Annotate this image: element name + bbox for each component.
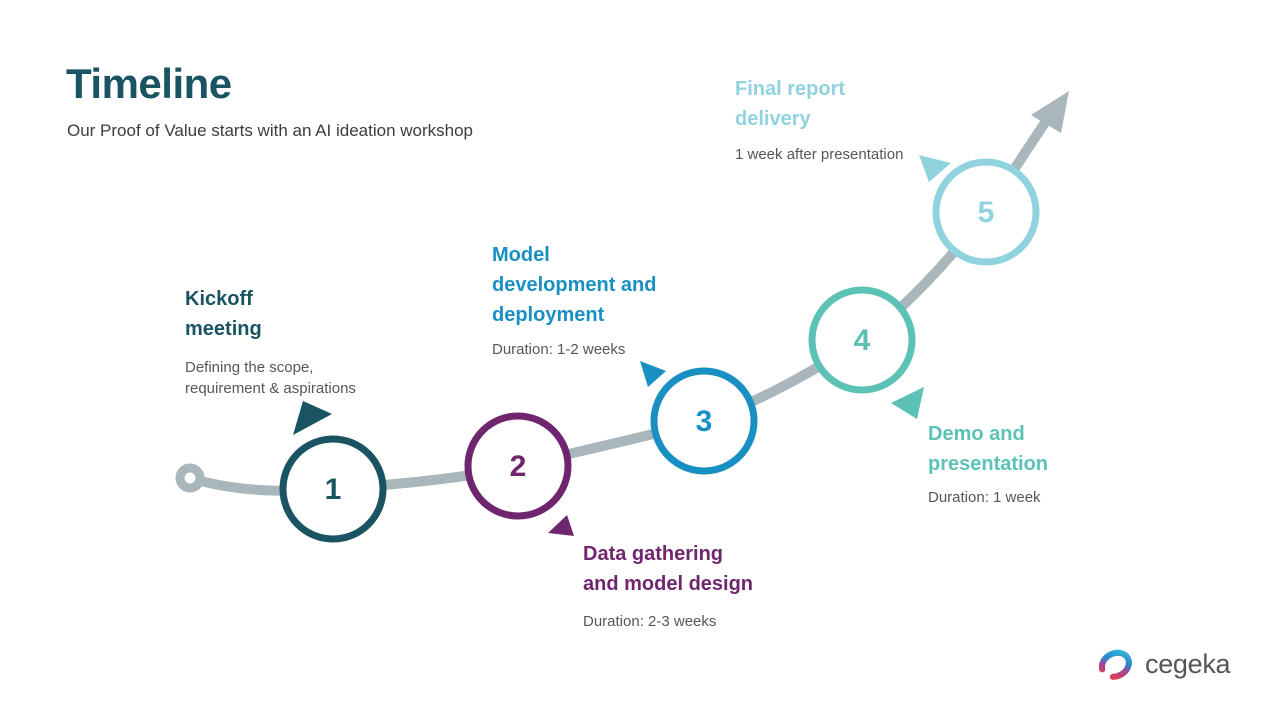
page-title: Timeline — [66, 60, 232, 108]
milestone-3-title: Model development and deployment — [492, 244, 657, 326]
pointer-triangle-2-icon — [548, 515, 574, 536]
arrowhead-icon — [1031, 91, 1069, 133]
milestone-1-circle — [279, 435, 387, 543]
cegeka-logo: cegeka — [1094, 642, 1231, 686]
milestone-3-number: 3 — [695, 405, 713, 438]
milestone-5-number: 5 — [977, 196, 995, 229]
milestone-4-circle — [808, 286, 916, 394]
milestone-3-description: Duration: 1-2 weeks — [492, 341, 626, 358]
milestone-1-description: Defining the scope, requirement & aspira… — [185, 359, 356, 397]
milestone-1-number: 1 — [324, 473, 342, 506]
milestone-2-description: Duration: 2-3 weeks — [583, 613, 717, 630]
milestone-2-number: 2 — [509, 450, 527, 483]
milestone-5-circle — [932, 158, 1040, 266]
milestone-2-title: Data gathering and model design — [583, 543, 754, 595]
pointer-triangle-3-icon — [640, 361, 666, 387]
milestone-5-title: Final report delivery — [735, 78, 846, 130]
milestone-2-label: Data gathering and model design Duration… — [583, 539, 753, 632]
milestone-1-title: Kickoff meeting — [185, 288, 262, 340]
start-ring-icon — [175, 463, 205, 493]
cegeka-swirl-icon — [1098, 649, 1132, 680]
milestone-2-circle — [464, 412, 572, 520]
milestone-1-label: Kickoff meeting Defining the scope, requ… — [185, 284, 356, 399]
milestone-3-circle — [650, 367, 758, 475]
slide-subtitle: Our Proof of Value starts with an AI ide… — [67, 121, 474, 140]
pointer-triangle-4-icon — [891, 387, 924, 419]
cegeka-logo-text: cegeka — [1145, 648, 1231, 679]
milestone-4-number: 4 — [853, 324, 871, 357]
milestone-5-description: 1 week after presentation — [735, 146, 904, 163]
milestone-4-label: Demo and presentation Duration: 1 week — [928, 419, 1048, 508]
pointer-triangle-1-icon — [293, 401, 332, 435]
milestone-4-description: Duration: 1 week — [928, 489, 1041, 506]
milestone-4-title: Demo and presentation — [928, 423, 1049, 475]
milestone-3-label: Model development and deployment Duratio… — [492, 240, 656, 360]
pointer-triangle-5-icon — [919, 155, 951, 182]
milestone-5-label: Final report delivery 1 week after prese… — [735, 74, 903, 165]
